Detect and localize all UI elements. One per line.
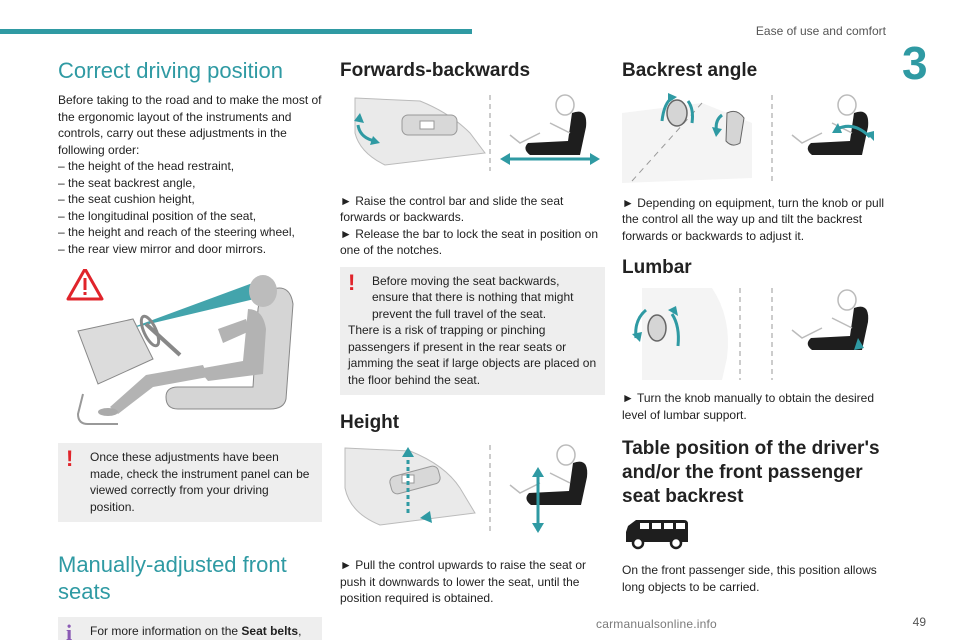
lumbar-step: ► Turn the knob manually to obtain the d… bbox=[622, 391, 875, 422]
forwards-backwards-illustration bbox=[340, 93, 605, 171]
table-position-title: Table position of the driver's and/or th… bbox=[622, 438, 880, 507]
list-item: – the seat backrest angle, bbox=[58, 175, 196, 190]
list-item: – the height and reach of the steering w… bbox=[58, 225, 295, 240]
seat-height-icon bbox=[344, 444, 588, 535]
forwards-backwards-step-2: ► Release the bar to lock the seat in po… bbox=[340, 226, 599, 258]
forwards-backwards-step-1: ► Raise the control bar and slide the se… bbox=[340, 193, 564, 225]
backrest-angle-step: ► Depending on equipment, turn the knob … bbox=[622, 195, 885, 243]
lumbar-title: Lumbar bbox=[622, 257, 692, 279]
driving-position-illustration bbox=[58, 269, 322, 429]
list-item: – the seat cushion height, bbox=[58, 192, 195, 207]
lumbar-illustration bbox=[622, 288, 887, 380]
correct-driving-position-title: Correct driving position bbox=[58, 58, 283, 83]
height-title: Height bbox=[340, 412, 400, 434]
driver-seat-icon bbox=[66, 269, 294, 426]
middle-column: Forwards-backwards ► Raise the control b… bbox=[340, 55, 605, 607]
warning-exclamation-icon: ! bbox=[348, 269, 356, 295]
seat-belts-link: Seat belts bbox=[241, 624, 299, 639]
header-accent-bar bbox=[0, 29, 472, 34]
backrest-angle-illustration bbox=[622, 92, 887, 185]
page-number: 49 bbox=[912, 615, 926, 629]
warning-text: Once these adjustments have been made, c… bbox=[90, 450, 310, 514]
info-text-pre: For more information on the bbox=[90, 624, 242, 639]
forwards-backwards-title: Forwards-backwards bbox=[340, 60, 531, 81]
adjustment-list: – the height of the head restraint, – th… bbox=[58, 158, 322, 257]
height-step: ► Pull the control upwards to raise the … bbox=[340, 558, 586, 605]
right-column: Backrest angle ► Depending on equipment,… bbox=[622, 55, 887, 595]
driving-position-warning: ! Once these adjustments have been made,… bbox=[58, 443, 322, 523]
info-icon: i bbox=[66, 620, 73, 640]
list-item: – the longitudinal position of the seat, bbox=[58, 208, 257, 223]
backrest-angle-title: Backrest angle bbox=[622, 60, 758, 81]
watermark: carmanualsonline.info bbox=[596, 617, 717, 631]
backrest-tilt-icon bbox=[622, 92, 874, 185]
warning-exclamation-icon: ! bbox=[66, 446, 74, 472]
section-title: Ease of use and comfort bbox=[755, 24, 886, 38]
seat-slide-icon bbox=[354, 94, 600, 171]
van-icon bbox=[626, 520, 688, 550]
table-position-text: On the front passenger side, this positi… bbox=[622, 563, 877, 594]
manually-adjusted-seats-title: Manually-adjusted front seats bbox=[58, 552, 287, 604]
list-item: – the rear view mirror and door mirrors. bbox=[58, 241, 267, 256]
van-illustration bbox=[622, 518, 887, 550]
seat-move-warning: ! Before moving the seat backwards, ensu… bbox=[340, 266, 605, 396]
left-column: Correct driving position Before taking t… bbox=[58, 55, 322, 640]
seat-move-warning-text-1: Before moving the seat backwards, ensure… bbox=[372, 273, 574, 321]
intro-text: Before taking to the road and to make th… bbox=[58, 93, 322, 157]
chapter-number: 3 bbox=[902, 37, 928, 89]
height-illustration bbox=[340, 443, 605, 535]
lumbar-knob-icon bbox=[632, 288, 869, 380]
list-item: – the height of the head restraint, bbox=[58, 159, 235, 174]
seat-move-warning-text-2: There is a risk of trapping or pinching … bbox=[348, 323, 597, 387]
seat-belts-info-box: i For more information on the Seat belts… bbox=[58, 617, 322, 640]
info-text-post: , refer to the corresponding section. bbox=[298, 624, 302, 639]
